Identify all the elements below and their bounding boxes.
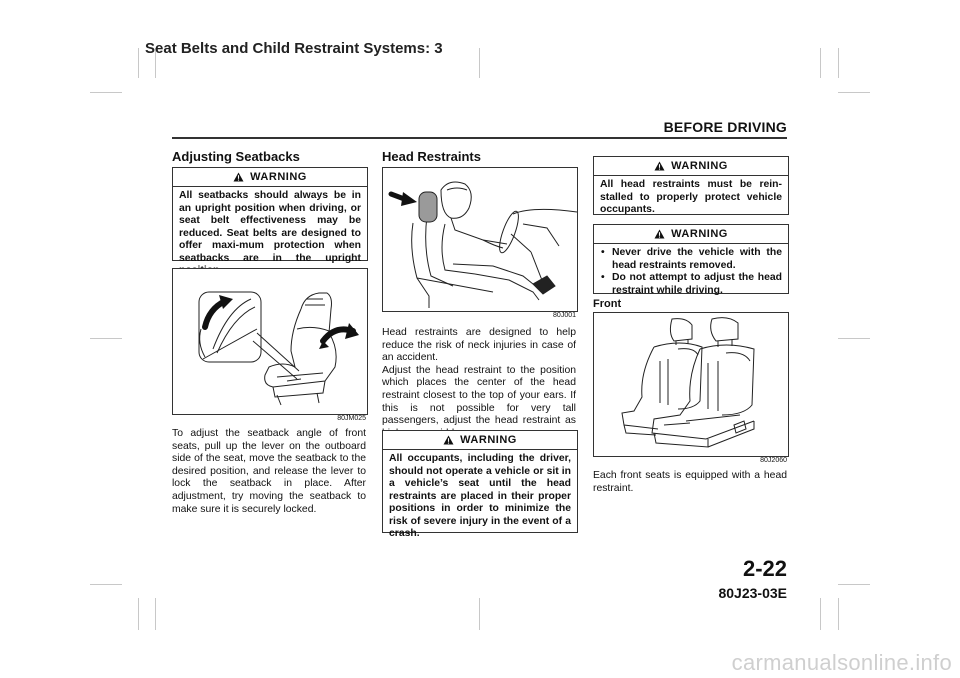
crop-mark — [838, 598, 839, 630]
crop-mark — [138, 598, 139, 630]
warning-label: WARNING — [460, 434, 517, 446]
crop-mark — [90, 584, 122, 585]
warning-text: Never drive the vehicle with the head re… — [594, 244, 788, 301]
driver-head-restraint-illustration — [388, 181, 577, 308]
seat-recline-illustration — [198, 291, 359, 406]
front-seats-illustration — [621, 317, 755, 448]
page-number: 2-22 — [742, 556, 787, 581]
body-text-seatbacks: To adjust the seatback angle of front se… — [172, 428, 366, 515]
figure-code: 80J2060 — [760, 457, 787, 464]
header-rule — [172, 137, 787, 139]
figure-code: 80JM025 — [337, 415, 366, 422]
warning-box-reinstall: WARNING All head restraints must be rein… — [593, 156, 789, 215]
warning-item: Do not attempt to adjust the head restra… — [600, 272, 782, 297]
warning-label: WARNING — [671, 160, 728, 172]
warning-box-driving: WARNING Never drive the vehicle with the… — [593, 224, 789, 296]
crop-mark — [838, 92, 870, 93]
crop-mark — [479, 598, 480, 630]
warning-text: All head restraints must be rein-stalled… — [600, 179, 782, 215]
crop-mark — [90, 92, 122, 93]
body-text-head-restraints: Head restraints are designed to help red… — [382, 327, 576, 439]
warning-label: WARNING — [671, 228, 728, 240]
crop-mark — [479, 48, 480, 78]
warning-header: WARNING — [383, 431, 577, 450]
warning-triangle-icon — [443, 435, 454, 445]
crop-mark — [155, 598, 156, 630]
watermark: carmanualsonline.info — [731, 650, 952, 675]
running-head: Seat Belts and Child Restraint Systems: … — [145, 40, 443, 57]
warning-box-seatbacks: WARNING All seatbacks should always be i… — [172, 167, 368, 276]
crop-mark — [138, 48, 139, 78]
warning-header: WARNING — [173, 168, 367, 187]
warning-header: WARNING — [594, 225, 788, 244]
warning-text: All occupants, including the driver, sho… — [389, 453, 571, 539]
warning-triangle-icon — [654, 161, 665, 171]
warning-triangle-icon — [233, 172, 244, 182]
crop-mark — [838, 338, 870, 339]
document-code: 80J23-03E — [718, 585, 787, 601]
warning-item: Never drive the vehicle with the head re… — [600, 247, 782, 272]
warning-box-occupants: WARNING All occupants, including the dri… — [382, 430, 578, 539]
warning-label: WARNING — [250, 171, 307, 183]
warning-triangle-icon — [654, 229, 665, 239]
front-seats-figure — [593, 312, 789, 457]
heading-head-restraints: Head Restraints — [382, 149, 481, 164]
head-restraint-figure — [382, 167, 578, 312]
heading-adjusting-seatbacks: Adjusting Seatbacks — [172, 149, 300, 164]
crop-mark — [838, 584, 870, 585]
crop-mark — [838, 48, 839, 78]
crop-mark — [820, 598, 821, 630]
figure-code: 80J001 — [553, 312, 576, 319]
body-text-front: Each front seats is equipped with a head… — [593, 470, 787, 494]
crop-mark — [820, 48, 821, 78]
section-title: BEFORE DRIVING — [663, 119, 787, 135]
subheading-front: Front — [593, 298, 622, 310]
seatback-figure — [172, 268, 368, 415]
crop-mark — [155, 48, 156, 78]
crop-mark — [90, 338, 122, 339]
warning-header: WARNING — [594, 157, 788, 176]
